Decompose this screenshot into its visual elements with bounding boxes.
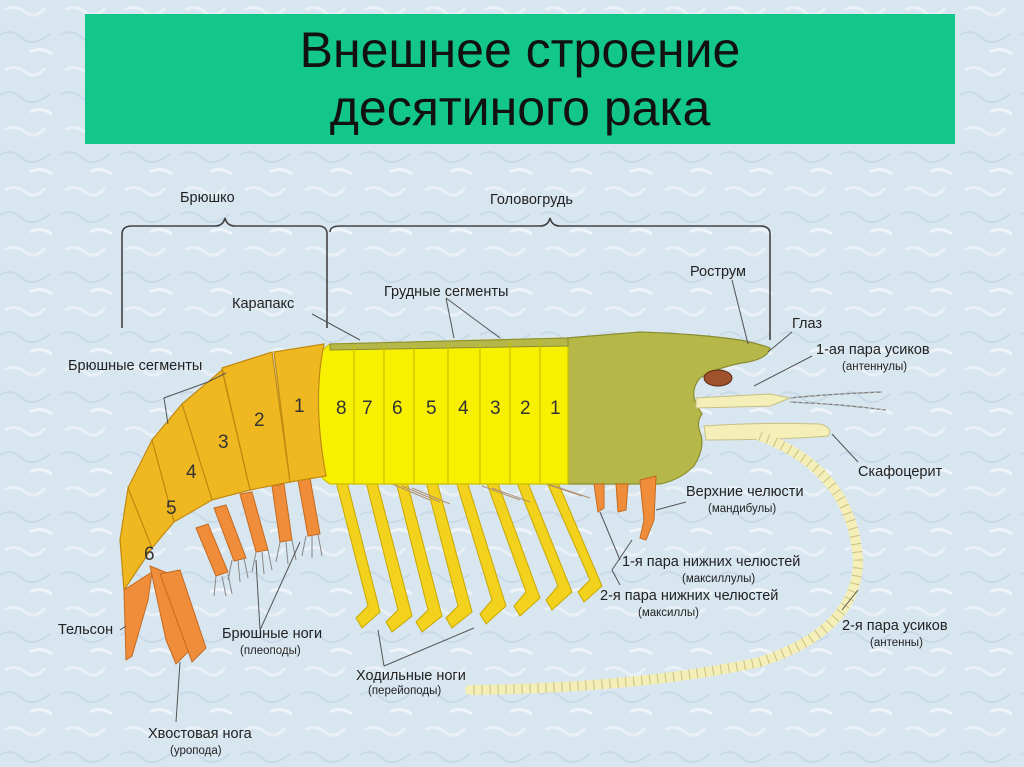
title-line-2: десятиного рака	[329, 80, 711, 136]
title-banner: Внешнее строение десятиного рака	[85, 14, 955, 144]
label-antennules: 1-ая пара усиков	[816, 342, 930, 358]
label-uropod: Хвостовая нога	[148, 726, 253, 742]
label-antennae: 2-я пара усиков	[842, 618, 948, 634]
mouthparts	[593, 475, 657, 541]
label-abdominal-segments: Брюшные сегменты	[68, 358, 202, 374]
pleopods	[195, 477, 321, 577]
label-rostrum: Рострум	[690, 264, 746, 280]
head-region	[565, 331, 771, 485]
abdomen-segments	[119, 343, 327, 592]
thoracic-number: 3	[490, 398, 501, 419]
label-abdomen: Брюшко	[180, 190, 235, 206]
label-walking-legs-sub: (перейоподы)	[368, 685, 441, 697]
abdominal-number: 5	[166, 498, 177, 519]
label-maxillae: 2-я пара нижних челюстей	[600, 588, 778, 604]
carapace-top-edge	[329, 337, 569, 351]
cephalothorax-bracket	[329, 217, 771, 340]
thoracic-number: 1	[550, 398, 561, 419]
abdomen-bracket	[121, 217, 328, 328]
label-scaphocerite: Скафоцерит	[858, 464, 943, 480]
label-cephalothorax: Головогрудь	[490, 192, 573, 208]
uropods	[149, 565, 207, 665]
label-pleopods-sub: (плеоподы)	[240, 645, 301, 657]
eye	[703, 369, 733, 387]
label-walking-legs: Ходильные ноги	[356, 668, 466, 684]
thoracic-number: 5	[426, 398, 437, 419]
abdominal-number: 2	[254, 410, 265, 431]
label-uropod-sub: (уропода)	[170, 745, 222, 757]
label-maxillae-sub: (максиллы)	[638, 607, 699, 619]
label-maxillules: 1-я пара нижних челюстей	[622, 554, 800, 570]
abdominal-number: 3	[218, 432, 229, 453]
antennules	[695, 391, 887, 411]
label-telson: Тельсон	[58, 622, 113, 638]
label-antennules-sub: (антеннулы)	[842, 361, 907, 373]
label-mandibles: Верхние челюсти	[686, 484, 804, 500]
abdominal-number: 6	[144, 544, 155, 565]
label-maxillules-sub: (максиллулы)	[682, 573, 755, 585]
abdominal-number: 1	[294, 396, 305, 417]
scaphocerite	[703, 422, 831, 441]
leader-lines	[119, 279, 859, 723]
telson	[123, 570, 153, 661]
thoracic-number: 6	[392, 398, 403, 419]
thoracic-number: 7	[362, 398, 373, 419]
label-mandibles-sub: (мандибулы)	[708, 503, 776, 515]
thorax-segment-lines	[353, 342, 541, 484]
antenna	[465, 431, 864, 695]
label-thoracic-segments: Грудные сегменты	[384, 284, 508, 300]
walking-legs	[334, 477, 603, 633]
title-line-1: Внешнее строение	[299, 22, 741, 78]
abdominal-number: 4	[186, 462, 197, 483]
label-pleopods: Брюшные ноги	[222, 626, 322, 642]
gill-feathers	[391, 481, 591, 505]
label-carapace: Карапакс	[232, 296, 294, 312]
label-antennae-sub: (антенны)	[870, 637, 923, 649]
thoracic-number: 4	[458, 398, 469, 419]
thoracic-number: 2	[520, 398, 531, 419]
pleopod-fringes	[213, 533, 323, 597]
thoracic-number: 8	[336, 398, 347, 419]
label-eye: Глаз	[792, 316, 822, 332]
